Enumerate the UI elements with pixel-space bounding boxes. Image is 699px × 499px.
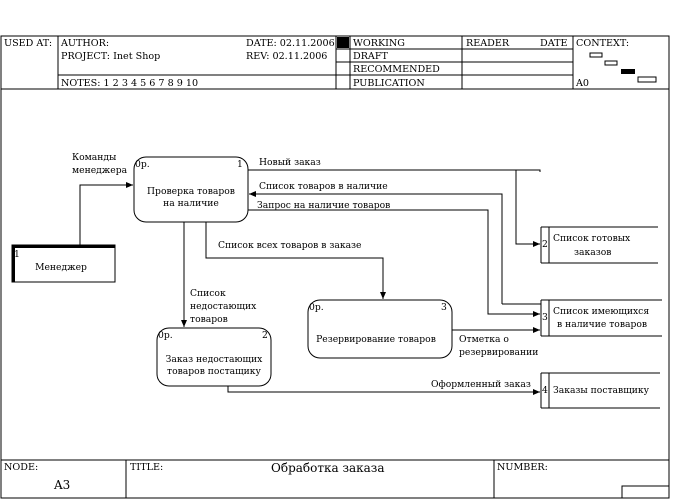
process-2-number: 2 xyxy=(262,330,268,341)
process-1-label-line1: Проверка товаров xyxy=(147,186,235,197)
node-label: NODE: xyxy=(4,462,38,473)
page-title: Обработка заказа xyxy=(271,461,385,475)
used-at-label: USED AT: xyxy=(4,38,52,49)
external-entity-manager[interactable]: 1 Менеджер xyxy=(11,244,116,283)
status-draft: DRAFT xyxy=(353,51,389,62)
status-recommended: RECOMMENDED xyxy=(353,64,440,75)
flow-all-goods-in-order-label: Список всех товаров в заказе xyxy=(218,240,362,251)
flow-in-stock-request: Запрос на наличие товаров xyxy=(248,200,540,317)
flow-reservation-mark: Отметка о резервировании xyxy=(452,327,540,358)
store-ready-orders-number: 2 xyxy=(542,239,548,250)
context-thumbnail xyxy=(589,52,657,83)
store-supplier-orders-label: Заказы поставщику xyxy=(553,385,650,396)
process-3[interactable]: 0р. 3 Резервирование товаров xyxy=(307,299,453,359)
flow-manager-commands: Команды менеджера xyxy=(72,152,133,245)
flow-missing-goods: Список недостающих товаров xyxy=(181,222,257,327)
page-frame xyxy=(0,35,670,499)
context-node: A0 xyxy=(575,78,589,89)
store-ready-orders-label-line1: Список готовых xyxy=(553,233,631,244)
flow-manager-commands-line1: Команды xyxy=(72,152,116,163)
process-3-number: 3 xyxy=(441,302,447,313)
reader-date-label: DATE xyxy=(540,38,568,49)
process-3-label: Резервирование товаров xyxy=(316,334,436,345)
store-goods-in-stock-number: 3 xyxy=(542,312,548,323)
flow-completed-order: Оформленный заказ xyxy=(227,379,540,395)
flow-in-stock-request-label: Запрос на наличие товаров xyxy=(257,200,390,211)
store-goods-in-stock[interactable]: 3 Список имеющихся в наличие товаров xyxy=(540,299,662,337)
flow-completed-order-label: Оформленный заказ xyxy=(431,379,531,390)
process-1-number: 1 xyxy=(237,159,243,170)
title-label: TITLE: xyxy=(130,462,163,473)
external-entity-number: 1 xyxy=(14,249,20,260)
number-label: NUMBER: xyxy=(497,462,548,473)
flow-in-stock-list-label: Список товаров в наличие xyxy=(259,181,388,192)
flow-new-order: Новый заказ xyxy=(248,157,541,247)
flow-all-goods-in-order: Список всех товаров в заказе xyxy=(205,222,386,299)
process-2-label-line2: товаров постащику xyxy=(167,366,262,377)
process-2[interactable]: 0р. 2 Заказ недостающих товаров постащик… xyxy=(156,327,272,387)
flow-reservation-mark-line2: резервировании xyxy=(459,347,538,358)
flow-missing-goods-line2: недостающих xyxy=(190,301,257,312)
flow-new-order-label: Новый заказ xyxy=(259,157,321,168)
flow-missing-goods-line1: Список xyxy=(190,288,226,299)
rev-label: REV: 02.11.2006 xyxy=(246,51,327,62)
flow-reservation-mark-line1: Отметка о xyxy=(459,334,509,345)
status-working: WORKING xyxy=(353,38,405,49)
process-1-cost: 0р. xyxy=(135,159,150,170)
process-3-cost: 0р. xyxy=(309,302,324,313)
process-1[interactable]: 0р. 1 Проверка товаров на наличие xyxy=(133,156,249,223)
store-supplier-orders[interactable]: 4 Заказы поставщику xyxy=(540,372,660,409)
store-goods-in-stock-label-line2: в наличие товаров xyxy=(557,319,647,330)
process-2-cost: 0р. xyxy=(158,330,173,341)
flow-in-stock-list: Список товаров в наличие xyxy=(249,181,541,305)
external-entity-label: Менеджер xyxy=(35,262,87,273)
footer-block: NODE: A3 TITLE: Обработка заказа NUMBER: xyxy=(1,459,670,499)
date-label: DATE: 02.11.2006 xyxy=(246,38,335,49)
context-label: CONTEXT: xyxy=(576,38,629,49)
store-ready-orders-label-line2: заказов xyxy=(574,247,611,258)
store-ready-orders[interactable]: 2 Список готовых заказов xyxy=(540,226,658,264)
process-1-label-line2: на наличие xyxy=(163,198,219,209)
notes-label: NOTES: 1 2 3 4 5 6 7 8 9 10 xyxy=(61,78,198,89)
store-goods-in-stock-label-line1: Список имеющихся xyxy=(553,306,649,317)
store-supplier-orders-number: 4 xyxy=(542,385,548,396)
process-2-label-line1: Заказ недостающих xyxy=(166,354,263,365)
project-label: PROJECT: Inet Shop xyxy=(61,51,160,62)
status-publication: PUBLICATION xyxy=(353,78,425,89)
reader-label: READER xyxy=(466,38,510,49)
header-block: USED AT: AUTHOR: PROJECT: Inet Shop DATE… xyxy=(1,36,669,90)
author-label: AUTHOR: xyxy=(60,38,109,49)
flow-missing-goods-line3: товаров xyxy=(190,314,228,325)
node-value: A3 xyxy=(53,478,70,492)
flow-manager-commands-line2: менеджера xyxy=(72,165,128,176)
working-marker xyxy=(337,37,349,48)
